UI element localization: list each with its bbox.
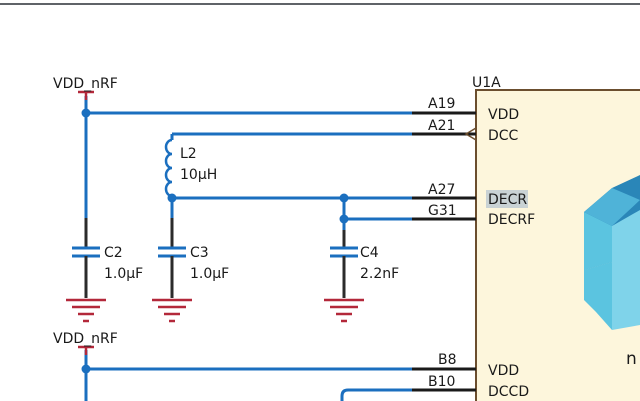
wire-dccd — [340, 388, 412, 401]
ground-symbol-c2 — [66, 298, 106, 323]
pin-name-vdd-2: VDD — [488, 363, 519, 379]
pin-name-vdd: VDD — [488, 107, 519, 123]
junction-vdd — [81, 108, 91, 118]
l2-value: 10µH — [180, 167, 217, 183]
pin-number-a21: A21 — [428, 118, 455, 134]
ic-partial-label: n — [626, 349, 637, 369]
pin-name-dcc: DCC — [488, 128, 519, 144]
ic-ref-label: U1A — [472, 75, 501, 91]
power-label-top: VDD_nRF — [53, 76, 118, 92]
pin-a21-marker — [464, 127, 477, 141]
c4-ref: C4 — [360, 245, 379, 261]
capacitor-c3[interactable] — [158, 218, 186, 298]
junction-vdd-b8 — [81, 364, 91, 374]
l2-ref: L2 — [180, 146, 197, 162]
pin-name-dccd: DCCD — [488, 384, 529, 400]
inductor-coil — [164, 138, 173, 198]
ground-symbol-c3 — [152, 298, 192, 323]
pin-number-g31: G31 — [428, 203, 457, 219]
c3-ref: C3 — [190, 245, 209, 261]
pin-number-a19: A19 — [428, 96, 455, 112]
pin-number-a27: A27 — [428, 182, 455, 198]
c2-value: 1.0µF — [104, 266, 143, 282]
power-label-bottom: VDD_nRF — [53, 331, 118, 347]
c4-value: 2.2nF — [360, 266, 399, 282]
junction-decr — [339, 193, 349, 203]
inductor-l2[interactable] — [164, 138, 173, 198]
pin-name-decrf: DECRF — [488, 212, 535, 228]
capacitor-c2[interactable] — [72, 218, 100, 298]
nordic-logo-icon — [584, 175, 640, 330]
pin-name-decr: DECR — [488, 192, 527, 208]
c2-ref: C2 — [104, 245, 123, 261]
pin-number-b10: B10 — [428, 374, 455, 390]
junction-decrf — [339, 214, 349, 224]
capacitor-c4[interactable] — [330, 230, 358, 298]
c3-value: 1.0µF — [190, 266, 229, 282]
decr-highlight — [486, 190, 528, 208]
pin-number-b8: B8 — [438, 352, 457, 368]
ground-symbol-c4 — [324, 298, 364, 323]
